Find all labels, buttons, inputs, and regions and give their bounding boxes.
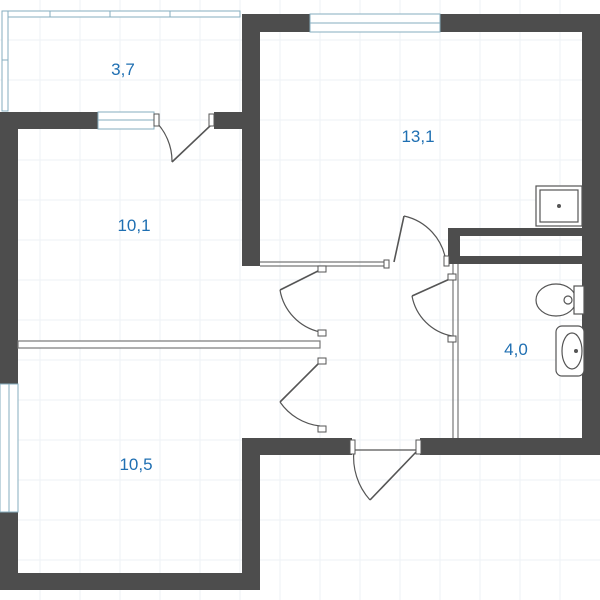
window-balcony-door bbox=[97, 111, 155, 130]
window-big-room bbox=[309, 13, 441, 33]
room-area-bathroom: 4,0 bbox=[504, 340, 528, 359]
sink-kitchen bbox=[535, 185, 583, 227]
room-area-big-room: 13,1 bbox=[401, 127, 434, 146]
room-area-left-upper-room: 10,1 bbox=[117, 216, 150, 235]
partitions bbox=[17, 261, 459, 438]
walls bbox=[0, 14, 600, 590]
room-area-left-lower-room: 10,5 bbox=[119, 455, 152, 474]
toilet bbox=[535, 283, 585, 317]
room-area-balcony: 3,7 bbox=[111, 60, 135, 79]
washbasin bbox=[555, 325, 585, 377]
window-lower-room bbox=[0, 383, 19, 513]
balcony-glazing bbox=[1, 10, 241, 112]
doors bbox=[153, 113, 457, 501]
